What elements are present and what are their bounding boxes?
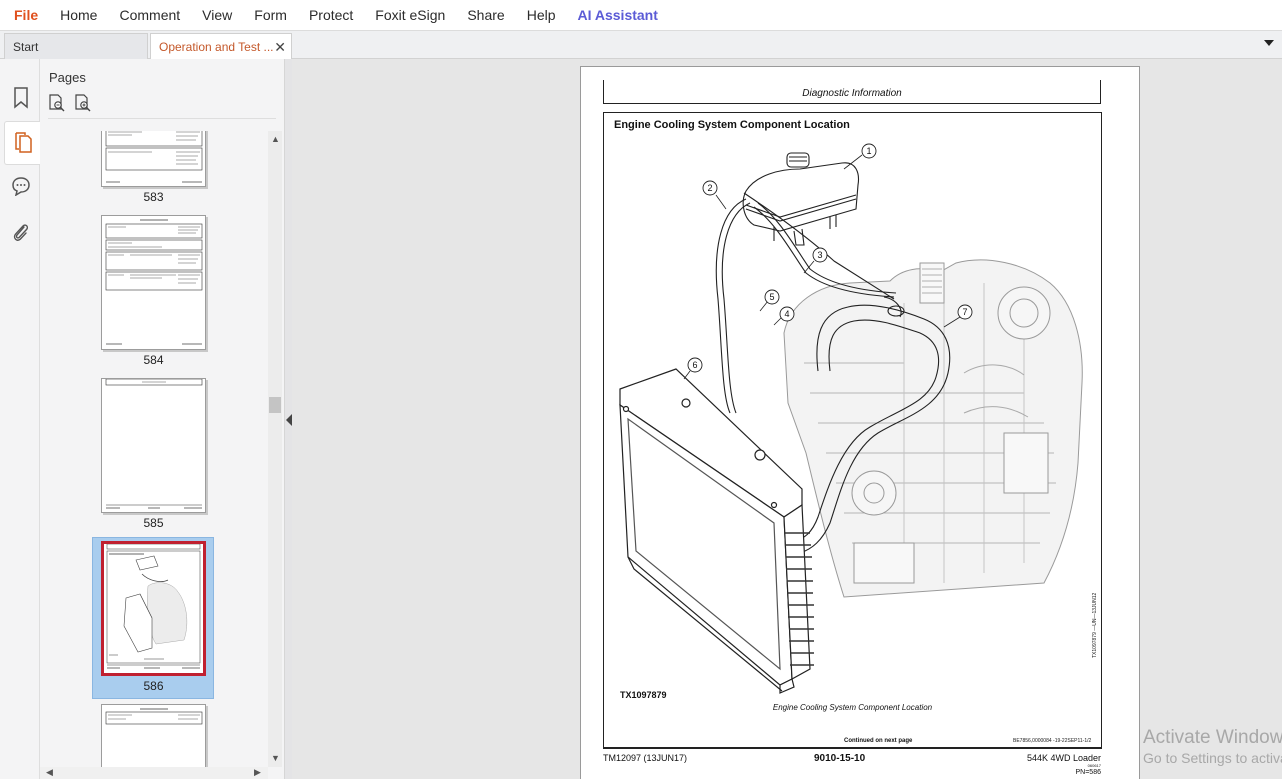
- menu-home[interactable]: Home: [60, 7, 98, 23]
- navigation-rail: [0, 59, 40, 779]
- page-587-preview: [105, 708, 203, 725]
- tab-start-label: Start: [13, 40, 39, 54]
- pages-panel-title: Pages: [49, 70, 86, 85]
- pages-panel-toolbar: [48, 94, 92, 112]
- figure-title: Engine Cooling System Component Location: [614, 119, 850, 131]
- callout-leaders: [683, 154, 961, 380]
- pages-panel: Pages: [40, 59, 284, 779]
- thumbnail-label-586: 586: [143, 679, 164, 693]
- document-view[interactable]: Diagnostic Information Engine Cooling Sy…: [292, 59, 1282, 779]
- thumbnail-page-586[interactable]: [101, 541, 206, 676]
- bookmarks-button[interactable]: [6, 81, 36, 115]
- figure-id: TX1097879: [620, 690, 667, 700]
- thumbnail-page-583[interactable]: [101, 131, 206, 187]
- footer-manual-id: TM12097 (13JUN17): [603, 753, 688, 763]
- watermark-line-1: Activate Windows: [1143, 727, 1282, 748]
- radiator: [619, 368, 814, 694]
- thumbnail-horizontal-scrollbar[interactable]: ◀ ▶: [40, 767, 268, 779]
- menu-file[interactable]: File: [14, 7, 39, 23]
- comments-button[interactable]: [6, 169, 36, 203]
- footer-rule: [603, 748, 1102, 749]
- menu-ai-assistant[interactable]: AI Assistant: [577, 7, 658, 23]
- callout-2: 2: [707, 183, 712, 193]
- thumbnail-scrollbar-thumb[interactable]: [269, 397, 281, 413]
- pdf-page-586: Diagnostic Information Engine Cooling Sy…: [580, 66, 1140, 779]
- activate-windows-watermark: Activate Windows Go to Settings to activ…: [1143, 727, 1282, 766]
- tab-operation-and-test[interactable]: Operation and Test ... ✕: [150, 33, 292, 60]
- thumbnail-page-584[interactable]: [101, 215, 206, 350]
- thumbnail-page-585[interactable]: [101, 378, 206, 513]
- figure-frame: Engine Cooling System Component Location: [603, 112, 1102, 748]
- engine-block: [783, 259, 1083, 598]
- expansion-tank: [742, 152, 860, 246]
- coolant-hoses: [715, 192, 951, 554]
- menu-comment[interactable]: Comment: [119, 7, 181, 23]
- footer-section-number: 9010-15-10: [814, 753, 866, 764]
- comment-icon: [12, 177, 30, 196]
- collapse-panel-arrow-icon[interactable]: [286, 414, 292, 426]
- scroll-right-arrow-icon[interactable]: ▶: [254, 767, 261, 777]
- watermark-line-2: Go to Settings to activate Windows.: [1143, 750, 1282, 766]
- callout-5: 5: [769, 292, 774, 302]
- pages-icon: [14, 132, 32, 153]
- menu-protect[interactable]: Protect: [308, 7, 354, 23]
- page-584-preview: [105, 219, 203, 345]
- menu-share[interactable]: Share: [467, 7, 505, 23]
- thumbnail-label-583: 583: [143, 190, 164, 204]
- menu-bar: File Home Comment View Form Protect Foxi…: [0, 0, 1282, 30]
- continued-note: Continued on next page: [844, 738, 913, 744]
- menu-form[interactable]: Form: [254, 7, 287, 23]
- page-583-preview: [105, 131, 203, 183]
- tab-start[interactable]: Start: [4, 33, 148, 60]
- zoom-in-thumbnail-button[interactable]: [74, 94, 92, 112]
- callout-4: 4: [784, 309, 789, 319]
- scroll-up-arrow-icon[interactable]: ▲: [271, 134, 280, 144]
- figure-vertical-code: TX1097879 —UN—13JUN12: [1092, 592, 1098, 658]
- menu-help[interactable]: Help: [526, 7, 556, 23]
- page-585-preview: [105, 379, 203, 509]
- pages-button[interactable]: [4, 121, 40, 165]
- continued-code: BE7856,0000084 -19-22SEP11-1/2: [1013, 738, 1092, 744]
- menu-foxit-esign[interactable]: Foxit eSign: [375, 7, 446, 23]
- tab-list-dropdown-icon[interactable]: [1264, 40, 1274, 46]
- footer-date-code: 060617: [1087, 763, 1101, 768]
- page-header-box: Diagnostic Information: [603, 80, 1101, 104]
- attachments-button[interactable]: [6, 216, 36, 250]
- cooling-system-drawing: 1 2 3 4 5 6 7: [619, 143, 1083, 694]
- callout-circles: [687, 143, 973, 373]
- tab-operation-and-test-label: Operation and Test ...: [159, 39, 274, 54]
- zoom-in-page-icon: [75, 94, 91, 112]
- scroll-down-arrow-icon[interactable]: ▼: [271, 753, 280, 763]
- zoom-out-thumbnail-button[interactable]: [48, 94, 66, 112]
- panel-divider: [48, 118, 276, 119]
- document-tab-bar: Start Operation and Test ... ✕: [0, 30, 1282, 60]
- close-tab-icon[interactable]: ✕: [274, 39, 286, 55]
- thumbnail-list: 583 584: [40, 131, 268, 767]
- paperclip-icon: [13, 224, 29, 241]
- menu-view[interactable]: View: [202, 7, 233, 23]
- thumbnail-label-585: 585: [143, 516, 164, 530]
- callout-6: 6: [692, 360, 697, 370]
- callout-3: 3: [817, 250, 822, 260]
- scroll-left-arrow-icon[interactable]: ◀: [46, 767, 53, 777]
- bookmark-icon: [14, 87, 28, 109]
- thumbnail-vertical-scrollbar[interactable]: ▲ ▼: [268, 131, 282, 767]
- thumbnail-label-584: 584: [143, 353, 164, 367]
- footer-page-number: PN=586: [1075, 769, 1102, 776]
- callout-1: 1: [866, 146, 871, 156]
- callout-7: 7: [962, 307, 967, 317]
- figure-caption: Engine Cooling System Component Location: [772, 703, 933, 712]
- thumbnail-page-587[interactable]: [101, 704, 206, 767]
- page-586-preview: [106, 544, 201, 669]
- zoom-out-page-icon: [49, 94, 65, 112]
- page-header-text: Diagnostic Information: [802, 88, 902, 99]
- footer-model: 544K 4WD Loader: [1026, 753, 1101, 763]
